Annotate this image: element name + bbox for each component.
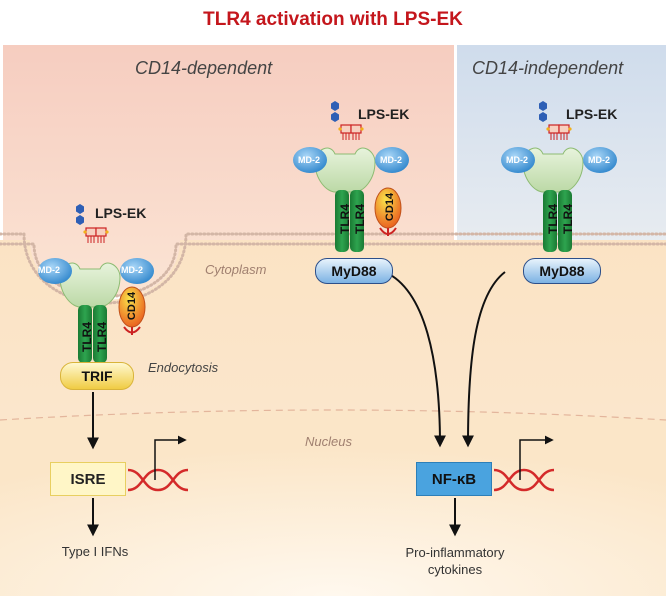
cytoplasm-label: Cytoplasm [205,262,267,277]
diagram-title: TLR4 activation with LPS-EK [203,9,463,30]
dna-helix-nfkb [493,468,555,492]
tlr4-complex-surface-cd14 [293,101,409,252]
myd88-adapter-dependent: MyD88 [315,258,393,284]
tlr4-label-middle-b: TLR4 [353,204,367,234]
cd14-label-left: CD14 [126,291,139,321]
region-title-cd14-independent: CD14-independent [472,58,624,78]
tlr4-complex-endosomal [38,204,154,363]
arrow-myd88-independent-to-nfkb [462,271,506,448]
outcome-cytokines-line1: Pro-inflammatory [405,545,505,560]
tlr4-label-right-a: TLR4 [546,204,560,234]
lps-ek-label-cd14-independent: LPS-EK [566,106,618,122]
outcome-pro-inflammatory-cytokines: Pro-inflammatory cytokines [385,544,525,578]
lps-ek-label-surface-cd14: LPS-EK [358,106,410,122]
myd88-adapter-independent: MyD88 [523,258,601,284]
transcription-start-arrow-isre [154,435,187,480]
region-title-cd14-dependent: CD14-dependent [135,58,273,78]
md2-label-left-a: MD-2 [38,265,60,275]
tlr4-label-left-b: TLR4 [95,322,109,352]
cd14-label-middle: CD14 [384,192,397,222]
tlr4-label-middle-a: TLR4 [338,204,352,234]
tlr4-label-left-a: TLR4 [80,322,94,352]
transcription-start-arrow-nfkb [519,435,554,480]
md2-label-middle-b: MD-2 [380,155,402,165]
tlr4-label-right-b: TLR4 [561,204,575,234]
dna-helix-isre [127,468,189,492]
md2-label-right-a: MD-2 [506,155,528,165]
md2-label-right-b: MD-2 [588,155,610,165]
nfkb-box: NF-κB [416,462,492,496]
tlr4-complex-cd14-independent [501,101,617,252]
outcome-cytokines-line2: cytokines [427,562,483,577]
arrow-myd88-dependent-to-nfkb [384,271,446,448]
endocytosis-label: Endocytosis [148,360,219,375]
md2-label-middle-a: MD-2 [298,155,320,165]
isre-box: ISRE [50,462,126,496]
md2-label-left-b: MD-2 [121,265,143,275]
nucleus-label: Nucleus [305,434,352,449]
lps-icon [76,204,109,243]
lps-ek-label-endosomal: LPS-EK [95,205,147,221]
trif-adapter: TRIF [60,362,134,390]
outcome-type-i-ifns: Type I IFNs [61,544,129,559]
